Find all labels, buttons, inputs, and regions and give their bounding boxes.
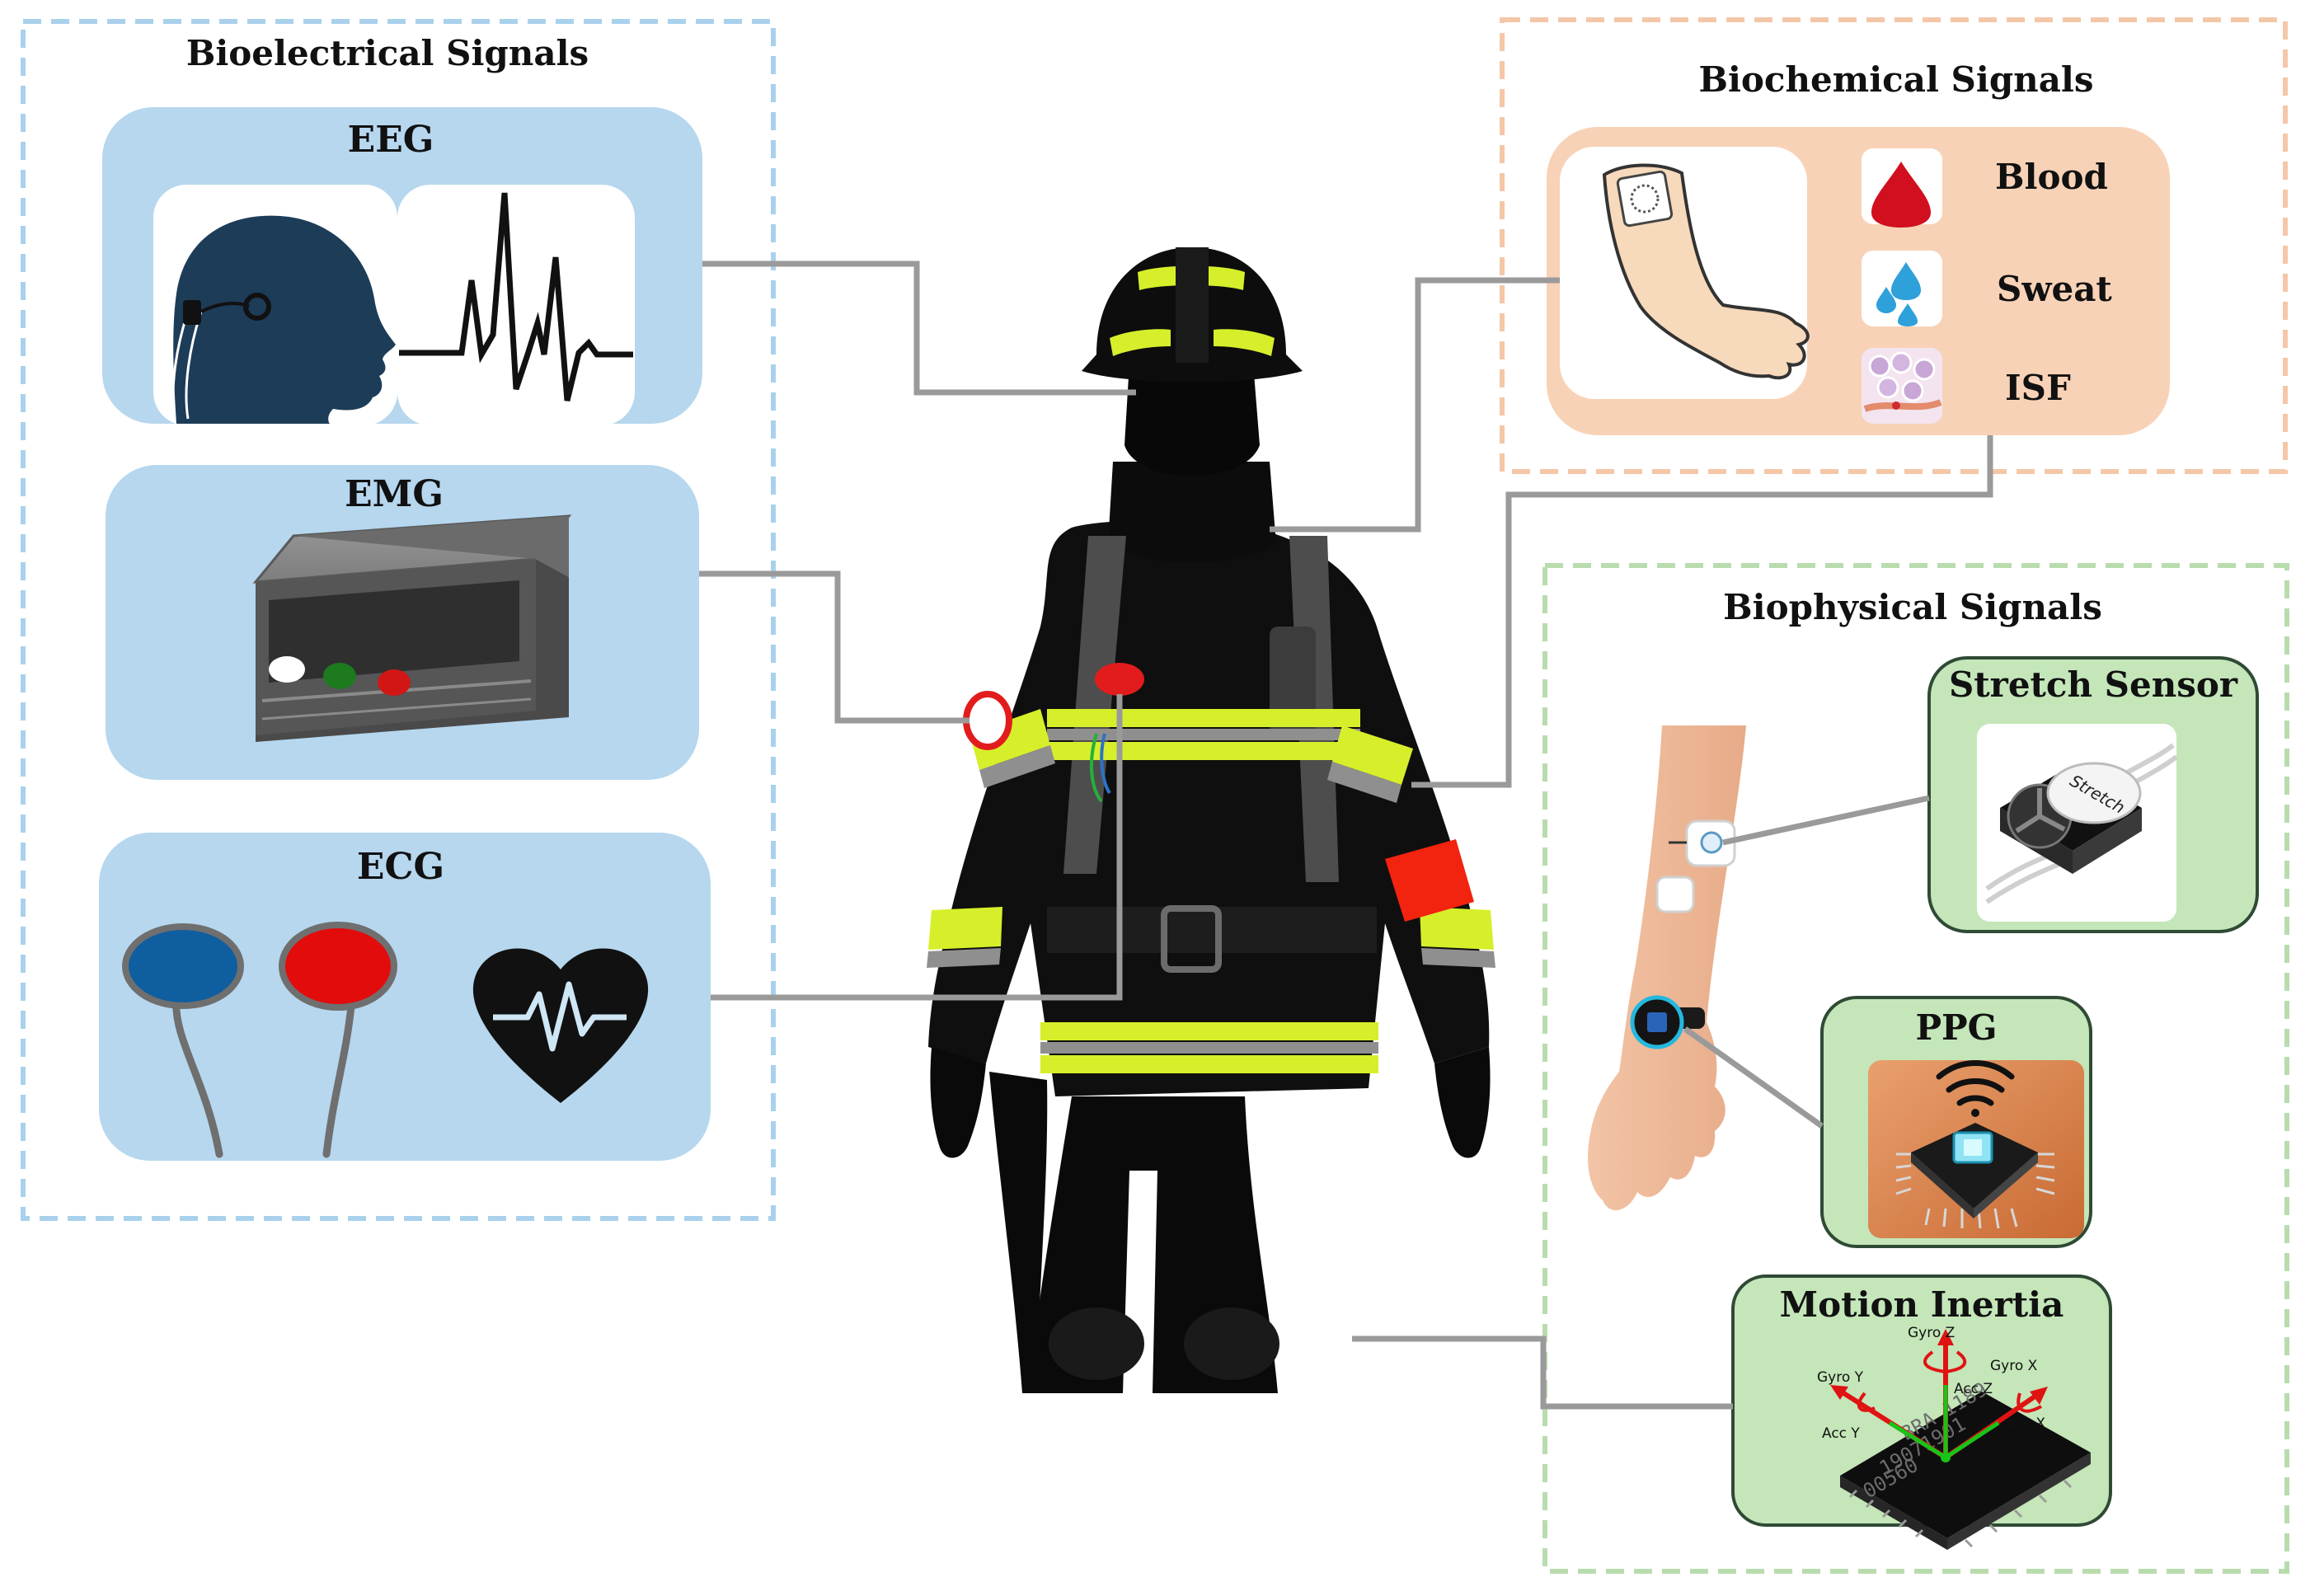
ppg-title: PPG [1822,1007,2091,1048]
biophysical-title: Biophysical Signals [1682,587,2143,627]
firefighter-figure [927,247,1495,1393]
fluid-label-isf: ISF [2005,368,2071,408]
axis-label-acc-x: Acc X [2007,1415,2045,1432]
bioelectrical-title: Bioelectrical Signals [165,33,610,73]
axis-label-acc-y: Acc Y [1822,1425,1860,1442]
motion-title: Motion Inertia [1733,1284,2110,1325]
connector-stretch [1723,798,1929,843]
stretch-title: Stretch Sensor [1929,664,2257,705]
axis-label-gyro-x: Gyro X [1990,1358,2038,1374]
axis-label-gyro-y: Gyro Y [1817,1369,1864,1386]
forearm-illustration [1588,725,1746,1210]
emg-device [256,516,569,742]
biochemical-title: Biochemical Signals [1665,59,2127,100]
connector-motion [1352,1339,1733,1406]
ecg-title: ECG [277,846,524,888]
axis-label-acc-z: Acc Z [1954,1381,1993,1397]
connector-emg [699,574,970,721]
connector-eeg [702,264,1136,392]
emg-title: EMG [270,473,518,515]
fluid-label-sweat: Sweat [1997,269,2112,309]
eeg-title: EEG [267,119,514,161]
fluid-label-blood: Blood [1995,157,2108,197]
axis-label-gyro-z: Gyro Z [1908,1325,1955,1341]
